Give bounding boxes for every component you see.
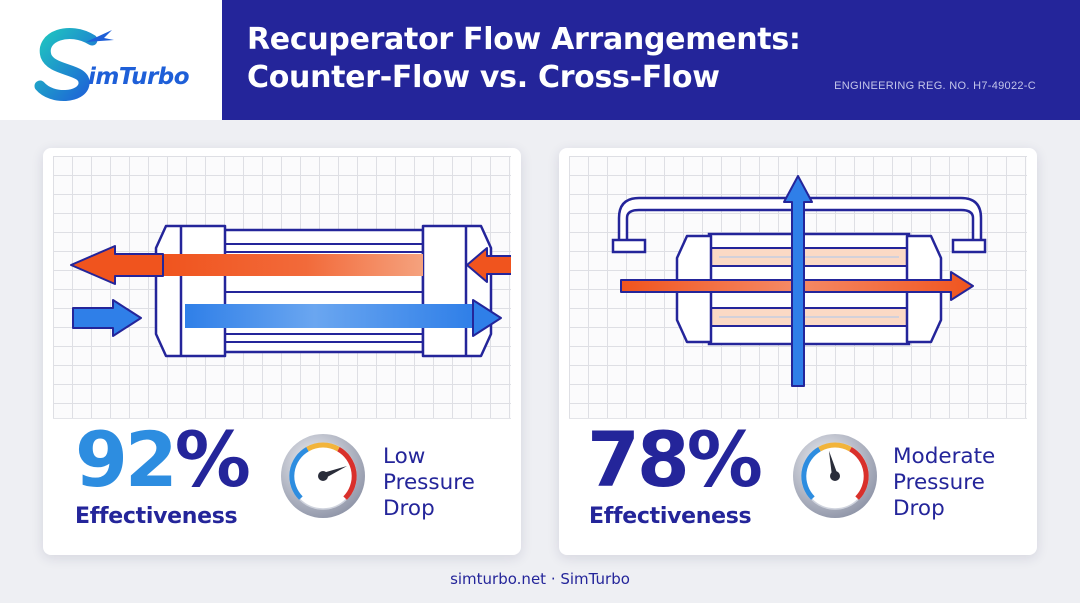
counter-flow-card: 92% Effectiveness Low Pressure Drop [43, 148, 521, 555]
pressure-line-2: Pressure [893, 470, 985, 495]
registration-number: ENGINEERING REG. NO. H7-49022-C [834, 80, 1036, 92]
header-banner: Recuperator Flow Arrangements: Counter-F… [222, 0, 1080, 120]
percent-sign: % [174, 415, 251, 504]
gauge-needle [321, 466, 348, 479]
hot-inlet-arrow [466, 247, 511, 283]
hot-stream-band [163, 254, 423, 276]
effectiveness-value: 92% [75, 422, 251, 498]
gauge-icon [793, 434, 877, 518]
cold-inlet-arrow [72, 299, 142, 337]
cross-flow-card: 78% Effectiveness Moderate Pressure Drop [559, 148, 1037, 555]
pressure-line-3: Drop [893, 496, 945, 521]
logo-text: imTurbo [88, 64, 190, 90]
cross-flow-exchanger-svg [611, 175, 987, 387]
pressure-line-2: Pressure [383, 470, 475, 495]
counter-flow-exchanger-svg [70, 224, 511, 358]
effectiveness-number: 78 [587, 415, 690, 504]
logo: imTurbo [0, 0, 222, 120]
page-title-line-2: Counter-Flow vs. Cross-Flow [247, 60, 720, 95]
effectiveness-label: Effectiveness [75, 504, 238, 529]
effectiveness-number: 92 [75, 415, 178, 504]
logo-mark [34, 27, 114, 101]
pressure-line-1: Moderate [893, 444, 996, 469]
pressure-line-3: Drop [383, 496, 435, 521]
footer-text: simturbo.net · SimTurbo [450, 570, 630, 588]
pressure-drop-label: Moderate Pressure Drop [893, 444, 995, 522]
left-header [154, 224, 227, 358]
cold-stream-band [185, 304, 473, 328]
pressure-drop-label: Low Pressure Drop [383, 444, 475, 522]
gauge-needle [828, 450, 838, 477]
plane-icon [86, 30, 114, 42]
gauge-icon [281, 434, 365, 518]
hot-outlet-arrow [70, 245, 164, 285]
right-header [421, 224, 493, 358]
tube-lines [223, 243, 423, 343]
cold-stream-arrow [783, 175, 813, 387]
percent-sign: % [686, 415, 763, 504]
cross-flow-diagram [569, 156, 1027, 419]
effectiveness-label: Effectiveness [589, 504, 752, 529]
page-title-line-1: Recuperator Flow Arrangements: [247, 22, 801, 57]
counter-flow-diagram [53, 156, 511, 419]
pressure-line-1: Low [383, 444, 426, 469]
cold-outlet-arrow [472, 299, 502, 337]
effectiveness-value: 78% [587, 422, 763, 498]
